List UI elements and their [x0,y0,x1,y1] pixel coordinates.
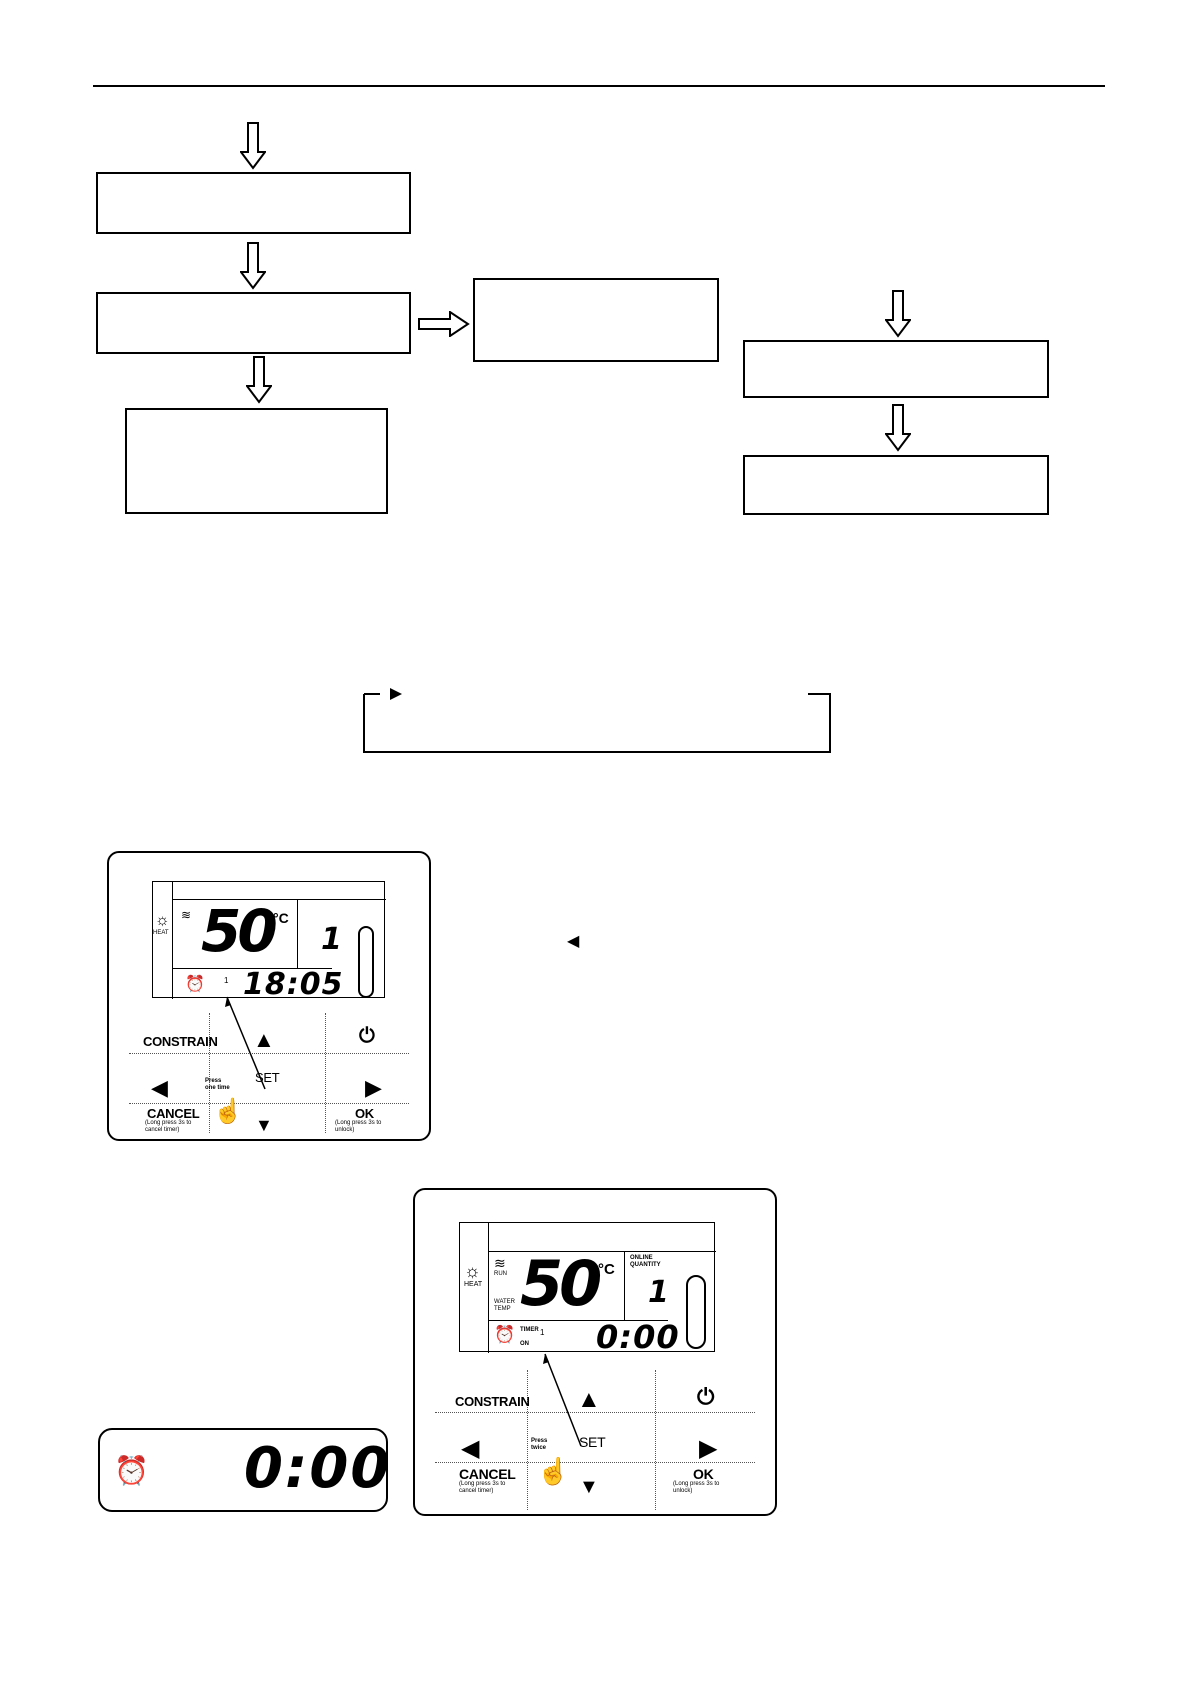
water-temp-label: WATER TEMP [494,1299,515,1312]
online-quantity-label: ONLINE QUANTITY [630,1255,661,1268]
left-arrow-button[interactable]: ◀ [151,1075,168,1100]
sun-icon: ☼ [155,912,170,929]
down-arrow-button[interactable]: ▼ [255,1115,273,1135]
mode-label: HEAT [153,930,169,936]
up-arrow-button[interactable]: ▲ [577,1386,601,1413]
timer-display: ⏰ 0:00 [98,1428,392,1512]
timer-label: TIMER [520,1327,539,1333]
fan-icon: ≋ [181,908,192,922]
up-arrow-button[interactable]: ▲ [253,1027,275,1052]
flow-box-5 [743,340,1049,398]
cancel-note: (Long press 3s to cancel timer) [145,1120,192,1133]
header-rule [93,85,1105,87]
mode-label: HEAT [464,1281,483,1288]
lcd-screen: ☼ HEAT ≋ 50 °C 1 ⏰ 1 18:05 [152,881,386,1002]
alarm-clock-icon: ⏰ [114,1455,149,1486]
alarm-clock-icon: ⏰ [494,1325,516,1344]
down-arrow-button[interactable]: ▼ [579,1476,599,1498]
left-triangle-icon: ◀ [567,933,580,950]
arrow-right-icon [418,311,470,337]
left-arrow-button[interactable]: ◀ [461,1435,480,1462]
temperature-readout: 50 [201,897,278,965]
ok-note: (Long press 3s to unlock) [673,1481,720,1494]
flow-box-2 [96,292,411,354]
fan-icon: ≋ [494,1255,506,1271]
flow-box-4 [125,408,388,514]
alarm-clock-icon: ⏰ [185,976,205,993]
temperature-readout: 50 [520,1247,602,1320]
sun-icon: ☼ [464,1261,481,1281]
quantity-readout: 1 [321,922,342,957]
level-bar [686,1275,706,1349]
constrain-button[interactable]: CONSTRAIN [455,1394,530,1409]
timer-value: 1 [540,1328,545,1337]
on-label: ON [520,1341,529,1347]
pointer-line [543,1353,582,1447]
quantity-readout: 1 [648,1275,669,1310]
ok-button[interactable]: OK [355,1106,374,1121]
right-arrow-button[interactable]: ▶ [699,1435,718,1462]
timer-readout: 0:00 [244,1436,392,1501]
arrow-down-icon [240,242,266,290]
cancel-button[interactable]: CANCEL [147,1106,200,1121]
unit-label: °C [598,1261,615,1278]
power-button-icon[interactable]: ⏻ [697,1384,715,1409]
flow-box-3 [473,278,719,362]
lcd-screen: ☼ HEAT ≋ RUN WATER TEMP 50 °C ONLINE QUA… [459,1222,716,1356]
press-note: Press twice [531,1438,548,1451]
timer-value: 1 [224,976,229,985]
cancel-button[interactable]: CANCEL [459,1466,516,1482]
arrow-down-icon [240,122,266,170]
press-note: Press one time [205,1078,230,1091]
set-button[interactable]: SET [255,1070,280,1085]
arrow-down-icon [885,404,911,452]
hand-pointer-icon: ☝ [537,1456,570,1486]
controller-panel-b: ☼ HEAT ≋ RUN WATER TEMP 50 °C ONLINE QUA… [413,1188,777,1516]
power-button-icon[interactable]: ⏻ [359,1025,375,1047]
arrow-down-icon [885,290,911,338]
clock-readout: 18:05 [243,967,344,1002]
cancel-note: (Long press 3s to cancel timer) [459,1481,506,1494]
arrow-down-icon [246,356,272,404]
run-label: RUN [494,1271,507,1277]
flow-box-1 [96,172,411,234]
loop-bracket [363,688,831,753]
flow-box-6 [743,455,1049,515]
ok-button[interactable]: OK [693,1466,714,1482]
hand-pointer-icon: ☝ [213,1098,243,1125]
controller-panel-a: ☼ HEAT ≋ 50 °C 1 ⏰ 1 18:05 CONSTRAIN ▲ ⏻… [107,851,431,1141]
constrain-button[interactable]: CONSTRAIN [143,1034,218,1049]
right-arrow-button[interactable]: ▶ [365,1075,382,1100]
ok-note: (Long press 3s to unlock) [335,1120,382,1133]
unit-label: °C [273,910,289,926]
clock-readout: 0:00 [596,1318,680,1356]
pointer-line [225,996,266,1090]
set-button[interactable]: SET [579,1434,606,1450]
level-bar [358,926,374,998]
